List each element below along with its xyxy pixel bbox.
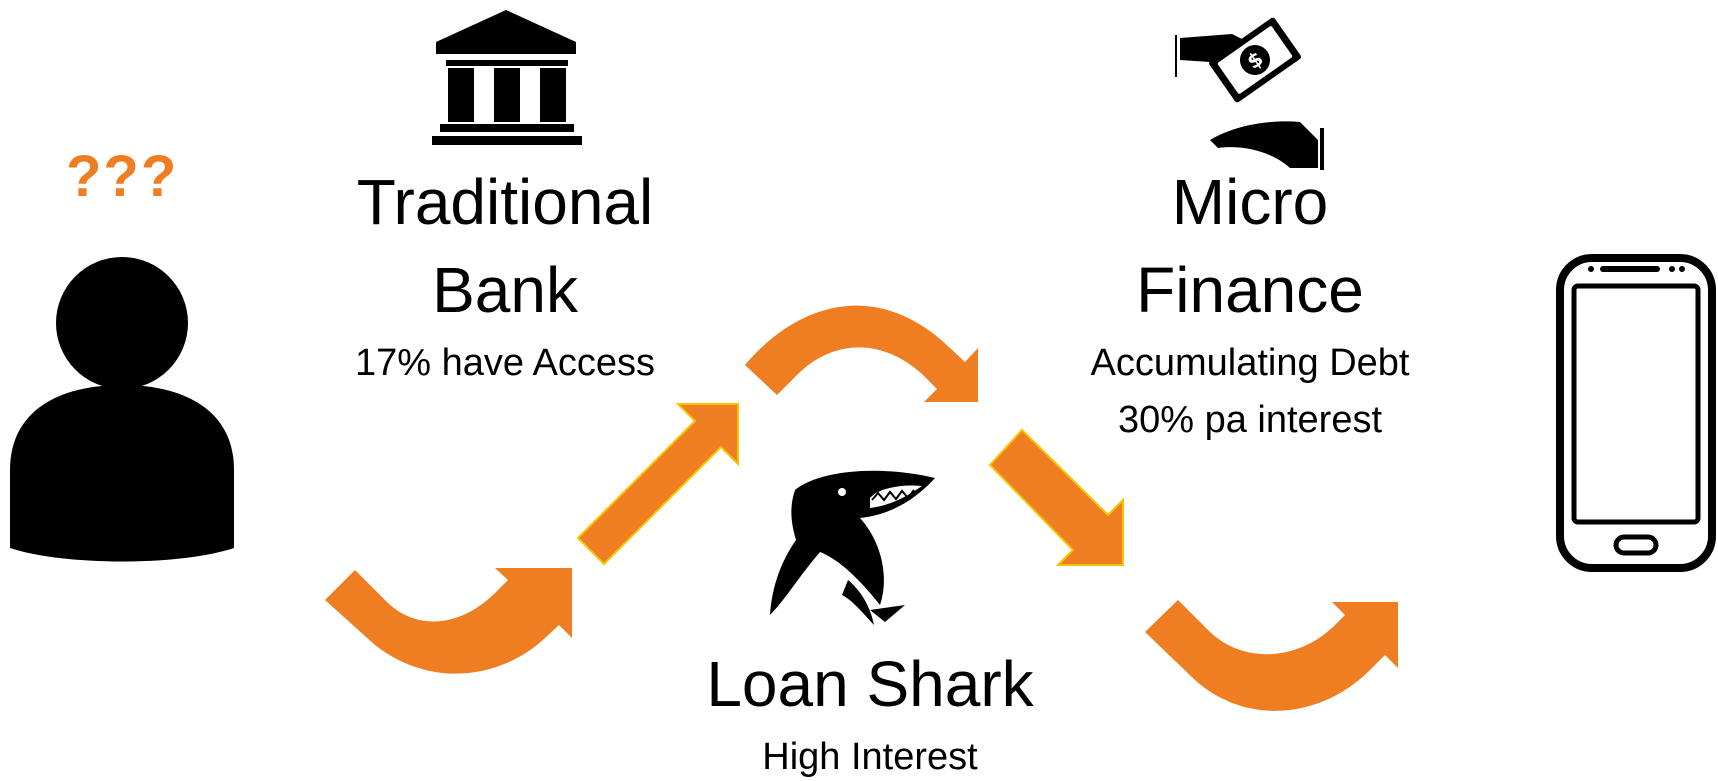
bank-subtitle: 17% have Access: [355, 342, 655, 384]
curved-arrow-3: [1145, 600, 1398, 711]
loanshark-subtitle: High Interest: [762, 736, 978, 778]
flow-arrows: [325, 305, 1398, 711]
smartphone-icon: [1556, 254, 1716, 572]
person-icon: [10, 257, 234, 562]
money-handover-icon: $: [1175, 17, 1324, 170]
microfinance-subtitle-line2: 30% pa interest: [1117, 399, 1383, 441]
loanshark-title: Loan Shark: [706, 648, 1034, 720]
curved-arrow-1: [325, 568, 572, 674]
bank-title-line2: Bank: [432, 254, 578, 326]
bank-icon: [432, 10, 582, 145]
microfinance-subtitle-line1: Accumulating Debt: [1090, 342, 1410, 384]
diagonal-arrow-down: [988, 428, 1124, 566]
curved-arrow-2: [745, 305, 978, 402]
question-marks: ???: [66, 144, 179, 209]
bank-title-line1: Traditional: [356, 166, 654, 238]
microfinance-title-line2: Finance: [1136, 254, 1364, 326]
diagonal-arrow-up: [576, 403, 739, 566]
shark-icon: [770, 470, 935, 625]
microfinance-title-line1: Micro: [1171, 166, 1329, 238]
